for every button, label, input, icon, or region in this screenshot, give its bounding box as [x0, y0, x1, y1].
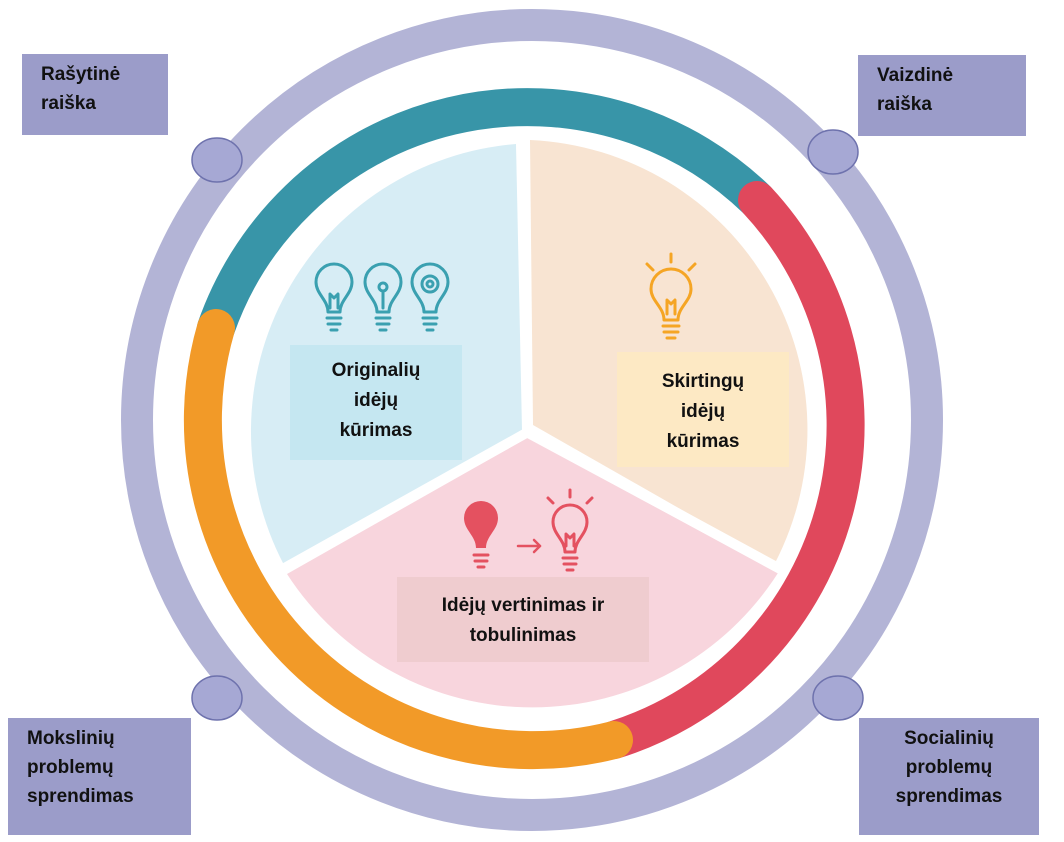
lightbulb-icon: [314, 262, 354, 332]
corner-label-top-right-line-2: raiška: [877, 94, 932, 115]
lightbulb-shining-icon: [645, 252, 697, 340]
sector-label-evaluation: Idėjų vertinimas ir tobulinimas: [397, 577, 649, 662]
corner-label-bottom-left-line-1: Mokslinių: [27, 728, 115, 749]
arrow-right-icon: [516, 538, 542, 554]
sector-label-different: Skirtingų idėjų kūrimas: [617, 352, 789, 467]
sector-label-different-line-1: Skirtingų: [661, 371, 745, 392]
node-top-left: [191, 137, 243, 183]
corner-label-top-left: Rašytinė raiška: [22, 54, 168, 135]
corner-label-top-right: Vaizdinė raiška: [858, 55, 1026, 136]
corner-label-bottom-right-line-1: Socialinių: [904, 728, 994, 749]
lightbulb-shining-outline-icon: [546, 488, 594, 572]
corner-label-top-left-line-1: Rašytinė: [41, 64, 121, 85]
corner-label-bottom-left-line-2: problemų: [27, 757, 114, 778]
corner-label-bottom-right-line-2: problemų: [905, 757, 993, 778]
outer-ring: [121, 9, 943, 831]
arc-red: [595, 181, 865, 759]
sector-label-evaluation-line-2: tobulinimas: [469, 625, 577, 646]
lightbulb-filament-icon: [363, 262, 403, 332]
lightbulb-target-icon: [410, 262, 450, 332]
sector-label-original: Originalių idėjų kūrimas: [290, 345, 462, 460]
arc-orange: [183, 309, 633, 770]
lightbulb-filled-icon: [464, 501, 498, 569]
sector-label-original-line-1: Originalių: [331, 360, 421, 381]
sector-label-evaluation-line-1: Idėjų vertinimas ir: [441, 595, 605, 616]
sector-dividers: [276, 130, 787, 575]
corner-label-bottom-left: Mokslinių problemų sprendimas: [8, 718, 191, 835]
corner-label-bottom-right: Socialinių problemų sprendimas: [859, 718, 1039, 835]
node-top-right: [807, 129, 859, 175]
node-bottom-right: [812, 675, 864, 721]
node-bottom-left: [191, 675, 243, 721]
corner-label-top-right-line-1: Vaizdinė: [877, 65, 954, 86]
corner-label-bottom-left-line-3: sprendimas: [27, 786, 134, 807]
arc-teal: [197, 88, 776, 347]
sector-label-different-line-3: kūrimas: [666, 431, 740, 452]
corner-label-bottom-right-line-3: sprendimas: [895, 786, 1003, 807]
sector-label-original-line-2: idėjų: [353, 390, 399, 411]
corner-label-top-left-line-2: raiška: [41, 93, 96, 114]
sector-label-different-line-2: idėjų: [680, 401, 726, 422]
sector-label-original-line-3: kūrimas: [339, 420, 413, 441]
